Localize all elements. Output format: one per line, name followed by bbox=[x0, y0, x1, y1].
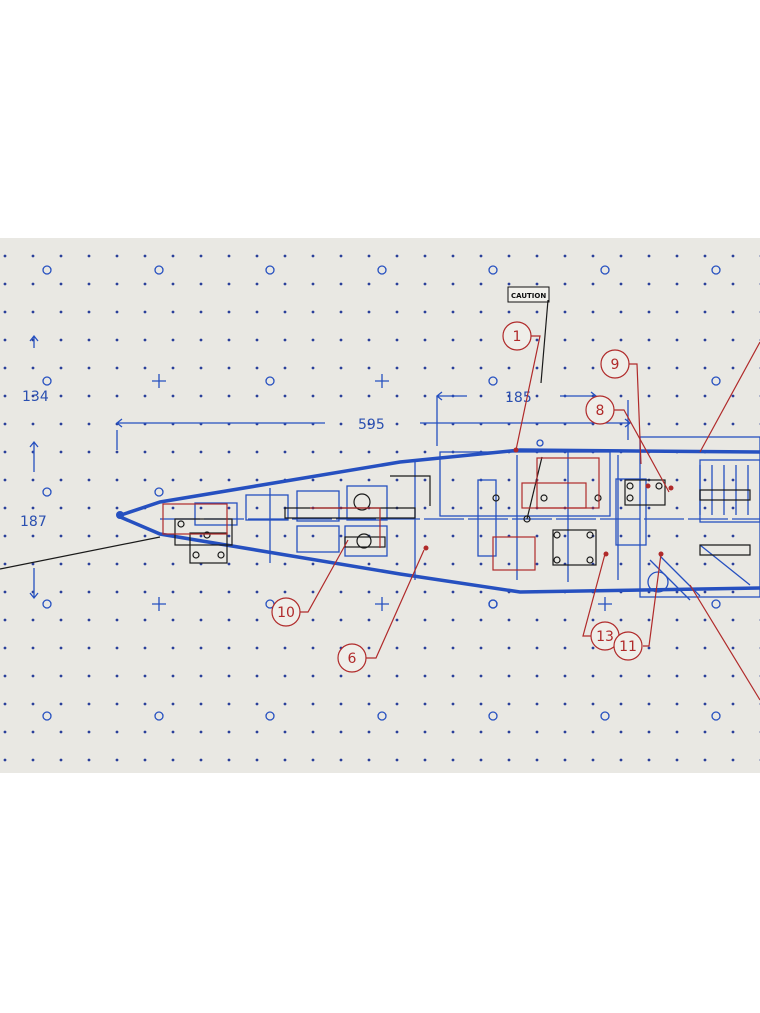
dimension-595: 595 bbox=[358, 417, 385, 433]
callout-13: 13 bbox=[596, 629, 614, 645]
caution-label: CAUTION bbox=[511, 292, 546, 300]
dimension-134: 134 bbox=[22, 389, 49, 405]
hull-outline bbox=[0, 448, 760, 594]
dimension-lines bbox=[29, 334, 632, 600]
callout-9: 9 bbox=[611, 357, 620, 373]
dimension-187: 187 bbox=[20, 514, 47, 530]
dimension-185: 185 bbox=[505, 390, 532, 406]
callouts: 1 9 8 10 6 13 11 bbox=[271, 321, 760, 701]
callout-1: 1 bbox=[513, 329, 522, 345]
caution-tag: CAUTION bbox=[507, 286, 550, 384]
callout-8: 8 bbox=[596, 403, 605, 419]
grid-markers bbox=[42, 265, 721, 721]
red-components bbox=[162, 457, 600, 571]
callout-11: 11 bbox=[619, 639, 637, 655]
callout-6: 6 bbox=[348, 651, 357, 667]
hull-plan-drawing: 134 187 595 185 bbox=[0, 238, 760, 773]
callout-10: 10 bbox=[277, 605, 295, 621]
technical-drawing-sheet: 134 187 595 185 bbox=[0, 238, 760, 773]
